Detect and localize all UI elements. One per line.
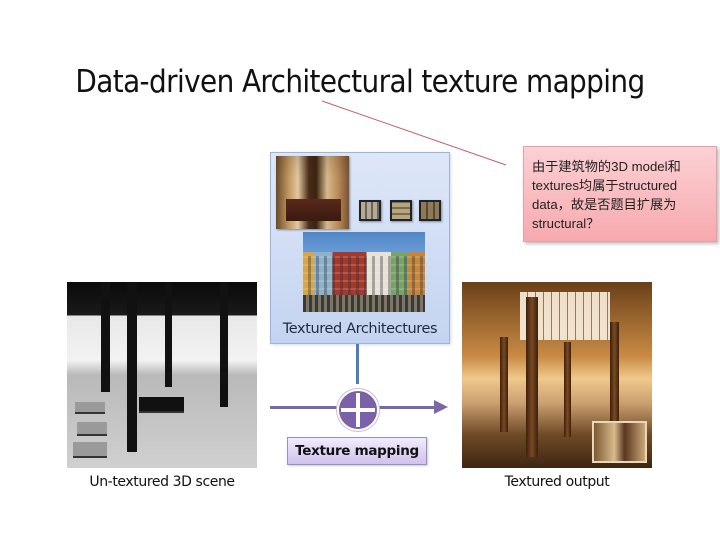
floor-block [139, 397, 184, 413]
vertical-connector [356, 344, 359, 384]
building-facade-photo [303, 232, 425, 312]
pillar [526, 297, 538, 457]
pillar [127, 282, 137, 452]
textured-architectures-panel: Textured Architectures [270, 152, 450, 344]
untextured-scene-image [67, 282, 257, 468]
pillar [165, 282, 172, 387]
pillar [564, 342, 571, 437]
textured-output-caption: Textured output [504, 474, 610, 490]
pillar [610, 322, 619, 442]
callout-line-1: 由于建筑物的3D model和 [532, 159, 681, 174]
texture-tile-3 [419, 200, 441, 221]
floor-slab [73, 442, 107, 458]
floor-slab [77, 422, 107, 436]
textured-architectures-label: Textured Architectures [282, 321, 438, 337]
reference-inset-photo [592, 421, 647, 463]
combine-plus-icon [337, 389, 379, 431]
callout-line-2: textures均属于structured [532, 178, 678, 193]
texture-mapping-label: Texture mapping [287, 437, 427, 465]
texture-tile-1 [359, 200, 381, 221]
interior-photo [276, 156, 349, 229]
textured-output-image [462, 282, 652, 468]
slide-title: Data-driven Architectural texture mappin… [75, 64, 645, 100]
pillar [220, 282, 228, 407]
texture-tile-2 [390, 200, 412, 221]
arrow-right-icon [434, 400, 448, 414]
pillar [500, 337, 508, 432]
untextured-scene-caption: Un-textured 3D scene [89, 474, 235, 490]
callout-line-4: structural？ [532, 216, 600, 231]
comment-callout: 由于建筑物的3D model和 textures均属于structured da… [523, 146, 717, 242]
floor-slab [75, 402, 105, 414]
pillar [101, 282, 110, 392]
callout-line-3: data，故是否题目扩展为 [532, 197, 677, 212]
